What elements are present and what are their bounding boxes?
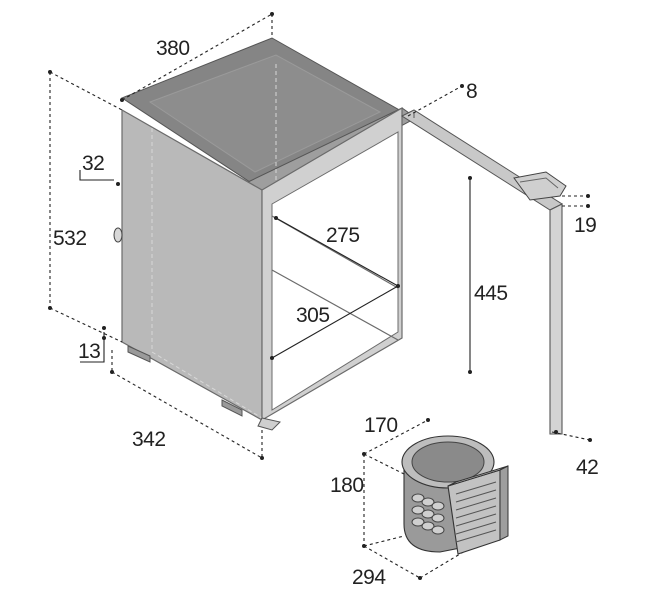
- label-compressor-width: 170: [364, 414, 398, 437]
- label-door-gap: 8: [466, 80, 477, 103]
- cabinet-foot-rear: [127, 345, 151, 363]
- label-compressor-depth: 294: [352, 566, 386, 589]
- cabinet-top-inner: [148, 54, 382, 173]
- lock-knob: [113, 227, 123, 243]
- label-door-thickness: 19: [574, 214, 596, 237]
- dimension-labels: 380 8 32 532 275 445 305 19 13 342 42 17…: [53, 37, 599, 589]
- compressor-coils: [411, 493, 445, 535]
- label-lock-offset: 32: [82, 152, 104, 175]
- compressor-unit: [401, 435, 509, 555]
- label-foot-height: 13: [78, 340, 100, 363]
- door: [400, 109, 567, 435]
- cabinet-foot-front: [221, 399, 243, 417]
- label-height: 532: [53, 227, 87, 250]
- compressor-grille-slats: [455, 481, 497, 543]
- cabinet-foot-corner: [257, 417, 281, 431]
- label-compressor-height: 180: [330, 474, 364, 497]
- door-handle: [513, 171, 567, 201]
- cabinet: [113, 37, 417, 431]
- label-depth: 342: [132, 428, 166, 451]
- label-door-clearance: 42: [576, 456, 598, 479]
- label-inner-width: 305: [296, 304, 330, 327]
- label-inner-height: 445: [474, 282, 508, 305]
- door-side-edge: [549, 203, 563, 435]
- label-inner-depth: 275: [326, 224, 360, 247]
- label-width-top: 380: [156, 37, 190, 60]
- dimension-lines: [48, 12, 592, 580]
